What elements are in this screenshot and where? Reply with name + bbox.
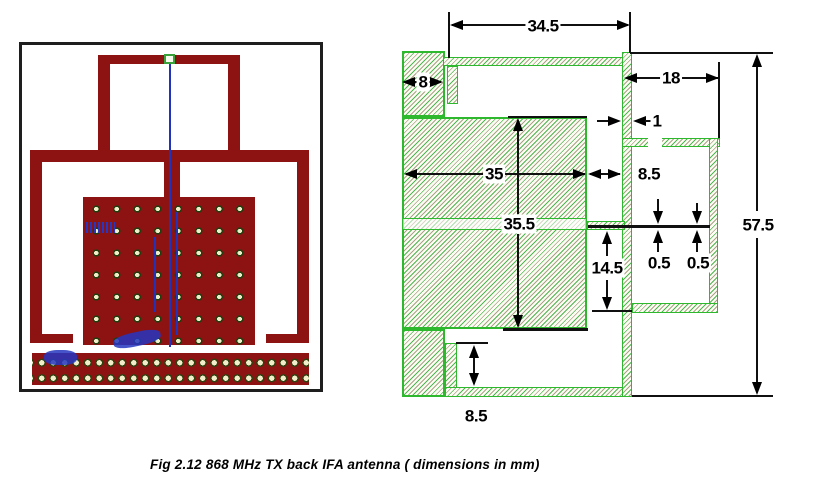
drawing-top-stub xyxy=(447,66,458,104)
pcb-feed-via xyxy=(164,54,175,64)
dimline-0-5b-upper xyxy=(696,203,698,212)
dim-label-14-5: 14.5 xyxy=(589,258,625,278)
dim-label-8-5-stub: 8.5 xyxy=(462,406,490,426)
arrow-35-left xyxy=(404,169,417,179)
dim-label-18: 18 xyxy=(660,68,682,88)
arrow-1-left xyxy=(608,116,621,126)
drawing-bottom-stub xyxy=(445,343,457,389)
drawing-feed-gap-notch xyxy=(648,137,662,148)
ext-34-5-right xyxy=(629,12,631,53)
ref-35-5-bottom xyxy=(503,328,588,331)
drawing-bottom-left-block xyxy=(402,329,445,397)
ref-14-5-bottom xyxy=(592,310,632,312)
ref-8-5-top xyxy=(456,342,488,344)
dim-label-35-5: 35.5 xyxy=(501,214,537,234)
arrow-8-5-gap-left xyxy=(588,169,601,179)
pcb-outer-right-leg xyxy=(297,150,309,343)
pcb-left-foot xyxy=(30,334,73,343)
dimline-1-left xyxy=(597,120,611,122)
arrow-8-5-stub-up xyxy=(469,345,479,358)
pcb-blue-trace-3 xyxy=(154,237,156,312)
dim-label-57-5: 57.5 xyxy=(740,215,776,235)
drawing-right-box-top-strip xyxy=(622,138,720,147)
drawing-top-strip xyxy=(443,57,630,66)
pcb-outer-left-leg xyxy=(30,150,42,343)
pcb-top-left-leg xyxy=(98,55,110,155)
arrow-0-5b-up xyxy=(692,230,702,243)
pcb-silkscreen-marking xyxy=(86,222,115,233)
dimline-35-5-lower xyxy=(517,234,519,318)
arrow-35-right xyxy=(573,169,586,179)
dim-label-0-5-a: 0.5 xyxy=(645,253,673,273)
pcb-blue-smudge-2 xyxy=(44,350,77,365)
arrow-14-5-down xyxy=(602,297,612,310)
dimline-8-5-gap xyxy=(590,173,620,175)
arrow-18-right xyxy=(706,73,719,83)
dim-label-35: 35 xyxy=(483,164,505,184)
arrow-8-5-gap-right xyxy=(608,169,621,179)
pcb-top-right-leg xyxy=(228,55,240,155)
arrow-18-left xyxy=(624,73,637,83)
dim-label-8: 8 xyxy=(416,72,430,92)
ext-34-5-left xyxy=(448,12,450,58)
arrow-34-5-right xyxy=(617,20,630,30)
dimline-57-5-upper xyxy=(756,66,758,211)
pcb-blue-center-trace xyxy=(169,60,171,347)
ref-top-line xyxy=(630,52,773,54)
pcb-blue-trace-2 xyxy=(176,212,178,335)
dim-label-0-5-b: 0.5 xyxy=(684,253,712,273)
dimline-57-5-lower xyxy=(756,238,758,384)
dim-label-34-5: 34.5 xyxy=(525,16,561,36)
arrow-57-5-up xyxy=(752,54,762,67)
drawing-bottom-strip xyxy=(445,387,632,397)
dim-label-8-5-gap: 8.5 xyxy=(635,164,663,184)
pcb-right-foot xyxy=(266,334,309,343)
dim-label-1: 1 xyxy=(650,111,664,131)
arrow-0-5a-down xyxy=(653,211,663,224)
dimline-1-right xyxy=(645,120,653,122)
dimline-0-5a-lower xyxy=(657,242,659,252)
dimline-0-5a-upper xyxy=(657,199,659,212)
dimline-0-5b-lower xyxy=(696,242,698,252)
arrow-8-left xyxy=(402,77,415,87)
arrow-35-5-up xyxy=(513,118,523,131)
arrow-57-5-down xyxy=(752,382,762,395)
arrow-8-5-stub-down xyxy=(469,373,479,386)
ref-thin-feed-line xyxy=(588,225,710,228)
drawing-ground-split-band xyxy=(403,218,586,230)
arrow-0-5a-up xyxy=(653,230,663,243)
pcb-pin-header-bar xyxy=(32,353,309,385)
dimline-14-5-lower xyxy=(606,280,608,298)
ext-18-right xyxy=(718,62,720,138)
dimline-14-5-upper xyxy=(606,243,608,256)
dimline-35-5-upper xyxy=(517,130,519,214)
figure-caption: Fig 2.12 868 MHz TX back IFA antenna ( d… xyxy=(150,457,540,472)
ref-35-5-top xyxy=(508,116,587,118)
arrow-14-5-up xyxy=(602,231,612,244)
ref-bottom-line xyxy=(632,395,773,397)
dimline-8-5-stub xyxy=(473,357,475,375)
arrow-0-5b-down xyxy=(692,211,702,224)
drawing-right-box-right-strip xyxy=(709,138,718,313)
pcb-feed-trace xyxy=(164,150,180,202)
arrow-34-5-left xyxy=(450,20,463,30)
drawing-right-box-bottom-strip xyxy=(632,303,718,313)
arrow-8-right xyxy=(430,77,443,87)
arrow-35-5-down xyxy=(513,315,523,328)
arrow-1-right xyxy=(633,116,646,126)
